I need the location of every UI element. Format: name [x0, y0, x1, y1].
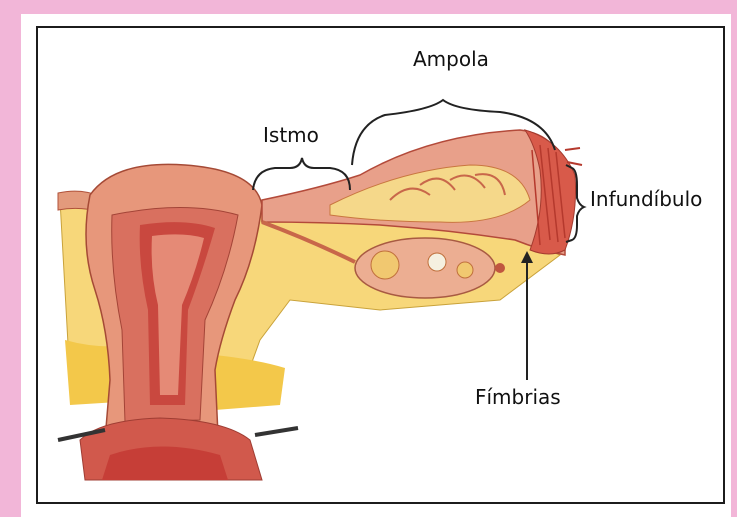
fimbria-ovarica-drop — [495, 263, 505, 273]
label-istmo: Istmo — [263, 125, 319, 145]
label-fimbrias: Fímbrias — [475, 387, 561, 407]
ovarian-follicle-3 — [457, 262, 473, 278]
fimbriae-tip — [565, 148, 582, 165]
label-ampola: Ampola — [413, 49, 489, 69]
ampulla-lumen — [330, 165, 530, 222]
fat-tissue-right — [215, 355, 285, 410]
clamp-right — [255, 428, 298, 435]
label-infundibulo: Infundíbulo — [590, 189, 702, 209]
ovarian-follicle-1 — [371, 251, 399, 279]
ovarian-follicle-2 — [428, 253, 446, 271]
